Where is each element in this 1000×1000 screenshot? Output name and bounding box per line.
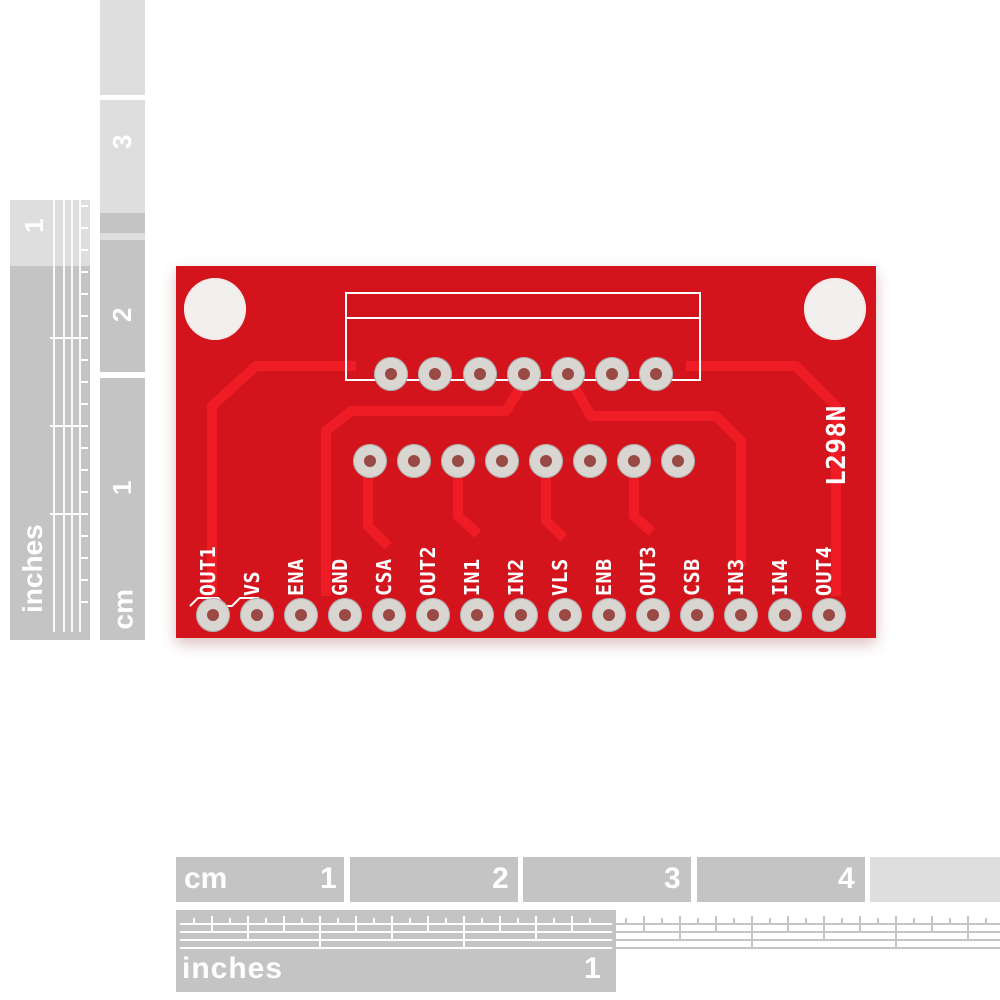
header-pad bbox=[284, 598, 318, 632]
left-inches-strip-light bbox=[10, 200, 90, 266]
mounting-hole-right bbox=[804, 278, 866, 340]
bottom-inches-tick-1: 1 bbox=[584, 952, 601, 985]
left-cm-segment-3b bbox=[100, 213, 145, 233]
l298n-breakout-board: L298N OUT1 VS ENA GND CSA OUT2 IN1 IN2 V… bbox=[176, 266, 876, 638]
left-ruler-ticks bbox=[50, 0, 88, 632]
pin-label-ena: ENA bbox=[284, 558, 308, 596]
header-pad bbox=[196, 598, 230, 632]
chip-pad bbox=[418, 357, 452, 391]
bottom-ruler-ticks bbox=[180, 916, 1000, 949]
pin-label-out1: OUT1 bbox=[196, 545, 220, 596]
left-cm-segment-top bbox=[100, 0, 145, 95]
pin-label-csa: CSA bbox=[372, 558, 396, 596]
bottom-cm-segment-4 bbox=[697, 857, 865, 902]
chip-pad bbox=[353, 444, 387, 478]
chip-label: L298N bbox=[822, 405, 852, 486]
pin-label-csb: CSB bbox=[680, 558, 704, 596]
left-cm-segment-2 bbox=[100, 240, 145, 372]
bottom-cm-segment-5 bbox=[870, 857, 1000, 902]
bottom-cm-tick-1: 1 bbox=[320, 862, 337, 895]
header-pad bbox=[504, 598, 538, 632]
pin-label-gnd: GND bbox=[328, 558, 352, 596]
pcb-traces bbox=[189, 292, 841, 607]
pin-label-in1: IN1 bbox=[460, 558, 484, 596]
chip-pad bbox=[661, 444, 695, 478]
pin-label-vs: VS bbox=[240, 570, 264, 596]
left-cm-label: cm bbox=[107, 589, 139, 630]
left-inches-strip bbox=[10, 266, 90, 640]
mounting-hole-left bbox=[184, 278, 246, 340]
pin-label-out3: OUT3 bbox=[636, 545, 660, 596]
header-pad bbox=[636, 598, 670, 632]
left-cm-tick-1: 1 bbox=[107, 480, 137, 495]
bottom-cm-segment-3 bbox=[523, 857, 691, 902]
chip-pad bbox=[507, 357, 541, 391]
header-pad bbox=[548, 598, 582, 632]
pin-label-enb: ENB bbox=[592, 558, 616, 596]
header-pad bbox=[768, 598, 802, 632]
chip-pad bbox=[573, 444, 607, 478]
header-pad bbox=[812, 598, 846, 632]
bottom-cm-label: cm bbox=[184, 862, 228, 895]
left-cm-segment-1 bbox=[100, 378, 145, 640]
pin-label-in3: IN3 bbox=[724, 558, 748, 596]
chip-pad bbox=[639, 357, 673, 391]
left-inches-tick-1: 1 bbox=[19, 218, 49, 233]
header-pad bbox=[460, 598, 494, 632]
chip-pad bbox=[551, 357, 585, 391]
chip-pad bbox=[617, 444, 651, 478]
bottom-inches-label: inches bbox=[182, 952, 284, 985]
pin-label-in2: IN2 bbox=[504, 558, 528, 596]
header-pad bbox=[372, 598, 406, 632]
header-pad bbox=[328, 598, 362, 632]
chip-pad bbox=[374, 357, 408, 391]
left-cm-segment-3 bbox=[100, 100, 145, 265]
pin-label-in4: IN4 bbox=[768, 558, 792, 596]
left-inches-label: inches bbox=[17, 524, 48, 613]
bottom-cm-segment-1 bbox=[176, 857, 344, 902]
header-pad bbox=[724, 598, 758, 632]
left-cm-tick-2: 2 bbox=[107, 307, 137, 322]
chip-pad bbox=[441, 444, 475, 478]
chip-pad bbox=[529, 444, 563, 478]
bottom-cm-tick-4: 4 bbox=[838, 862, 855, 895]
pin-label-out2: OUT2 bbox=[416, 545, 440, 596]
header-pad bbox=[592, 598, 626, 632]
chip-pad bbox=[595, 357, 629, 391]
pin-label-out4: OUT4 bbox=[812, 545, 836, 596]
bottom-cm-tick-3: 3 bbox=[664, 862, 681, 895]
bottom-cm-segment-2 bbox=[350, 857, 518, 902]
header-pad bbox=[240, 598, 274, 632]
header-pad bbox=[416, 598, 450, 632]
bottom-cm-tick-2: 2 bbox=[492, 862, 509, 895]
chip-pad bbox=[397, 444, 431, 478]
pin-label-vls: VLS bbox=[548, 558, 572, 596]
header-pad bbox=[680, 598, 714, 632]
chip-pad bbox=[485, 444, 519, 478]
chip-pad bbox=[463, 357, 497, 391]
left-cm-tick-3: 3 bbox=[107, 134, 137, 149]
